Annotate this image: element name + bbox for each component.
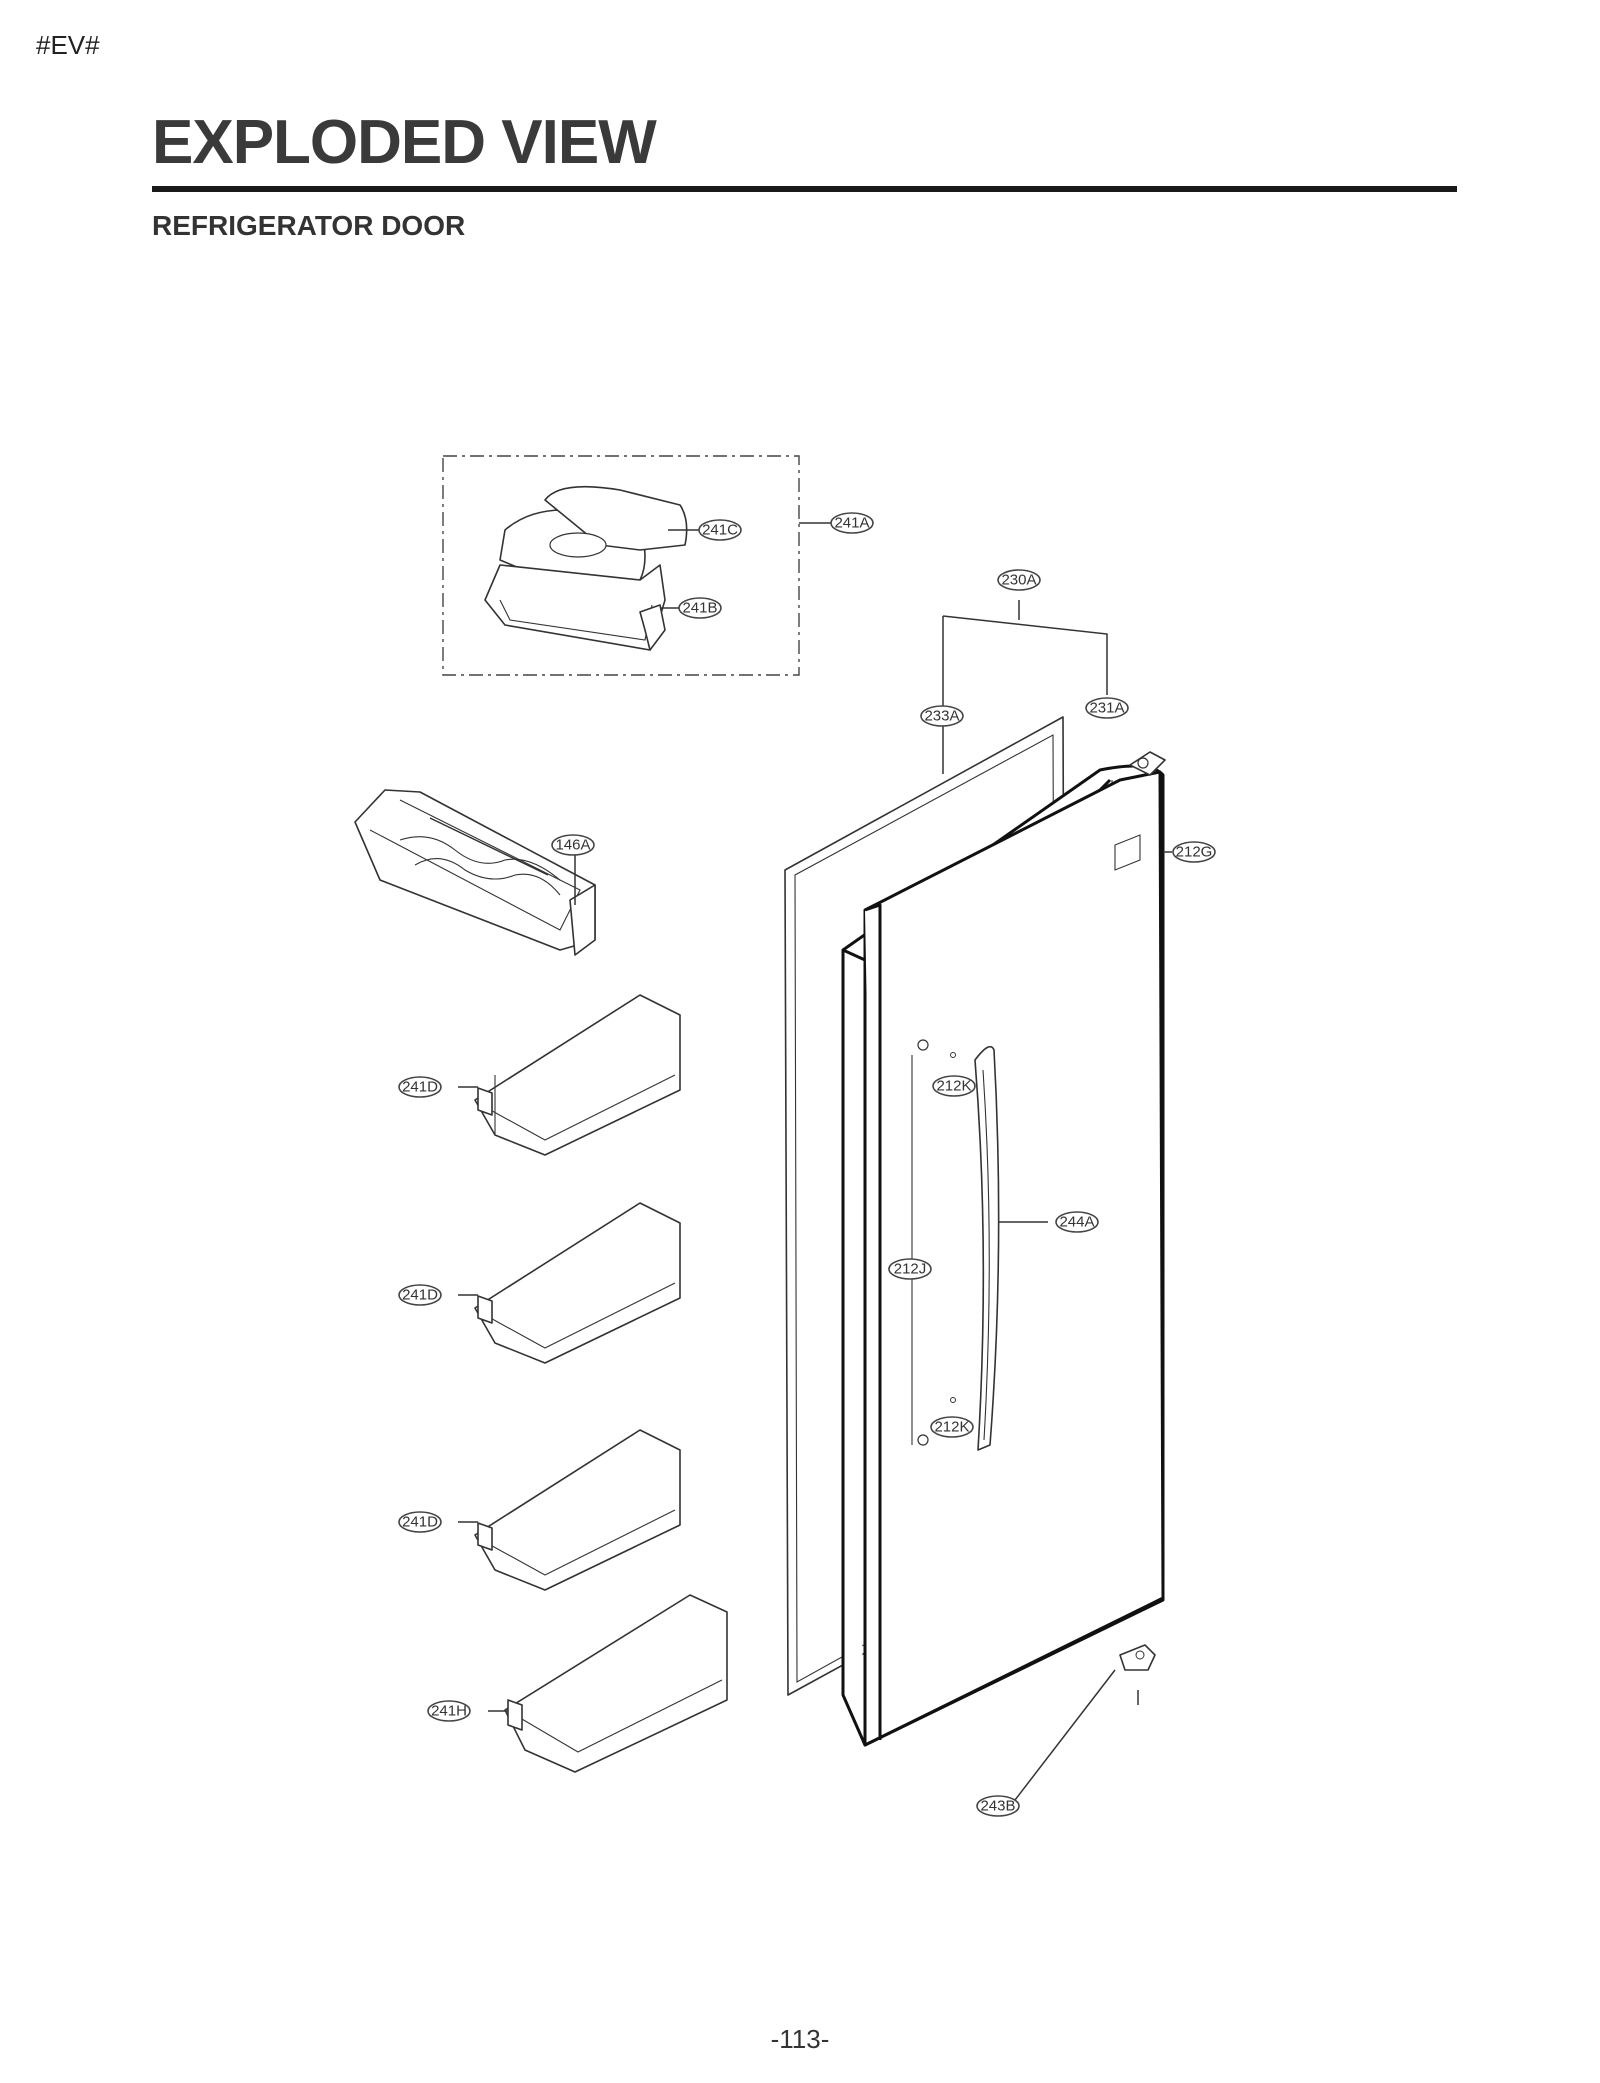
callout-244a: 244A xyxy=(1055,1211,1099,1233)
callout-243b: 243B xyxy=(976,1795,1020,1817)
door-bin-part-1 xyxy=(474,994,681,1156)
callout-241b: 241B xyxy=(678,597,722,619)
page-title: EXPLODED VIEW xyxy=(152,108,657,177)
page-number: -113- xyxy=(770,2024,830,2054)
callout-241d-1: 241D xyxy=(398,1076,442,1098)
callout-212k-1: 212K xyxy=(932,1075,976,1097)
svg-text:244A: 244A xyxy=(1059,1214,1094,1231)
title-rule xyxy=(152,186,1457,192)
svg-text:241D: 241D xyxy=(402,1079,438,1096)
callout-231a: 231A xyxy=(1085,697,1129,719)
svg-text:233A: 233A xyxy=(924,708,959,725)
callout-233a: 233A xyxy=(920,705,964,727)
top-hinge-part xyxy=(1129,751,1166,776)
dairy-bin-part xyxy=(354,789,596,956)
svg-text:241B: 241B xyxy=(682,600,717,617)
callout-241c: 241C xyxy=(698,519,742,541)
callout-241h: 241H xyxy=(427,1700,471,1722)
callout-230a: 230A xyxy=(997,569,1041,591)
callout-241a: 241A xyxy=(830,512,874,534)
svg-text:212J: 212J xyxy=(894,1261,927,1278)
svg-text:241H: 241H xyxy=(431,1703,467,1720)
svg-text:146A: 146A xyxy=(555,837,590,854)
svg-text:241D: 241D xyxy=(402,1287,438,1304)
svg-text:241D: 241D xyxy=(402,1514,438,1531)
svg-text:212G: 212G xyxy=(1176,844,1213,861)
door-front-part xyxy=(863,770,1165,1747)
page-subtitle: REFRIGERATOR DOOR xyxy=(152,210,466,241)
door-bin-part-4 xyxy=(504,1594,728,1773)
svg-text:241C: 241C xyxy=(702,522,738,539)
callout-241d-2: 241D xyxy=(398,1284,442,1306)
svg-text:212K: 212K xyxy=(936,1078,971,1095)
svg-text:231A: 231A xyxy=(1089,700,1124,717)
callout-241d-3: 241D xyxy=(398,1511,442,1533)
dispenser-cover-part xyxy=(484,485,688,651)
assembly-241a-box xyxy=(442,455,800,676)
door-bin-part-3 xyxy=(474,1429,681,1591)
callout-212k-2: 212K xyxy=(930,1416,974,1438)
callout-212g: 212G xyxy=(1172,841,1216,863)
door-handle-part xyxy=(974,1045,1000,1451)
callout-212j: 212J xyxy=(888,1258,932,1280)
callout-146a: 146A xyxy=(551,834,595,856)
section-tag: #EV# xyxy=(36,30,100,60)
svg-text:243B: 243B xyxy=(980,1798,1015,1815)
bottom-hinge-part xyxy=(1119,1644,1156,1705)
door-bin-part-2 xyxy=(474,1202,681,1364)
svg-text:241A: 241A xyxy=(834,515,869,532)
svg-text:212K: 212K xyxy=(934,1419,969,1436)
svg-text:230A: 230A xyxy=(1001,572,1036,589)
